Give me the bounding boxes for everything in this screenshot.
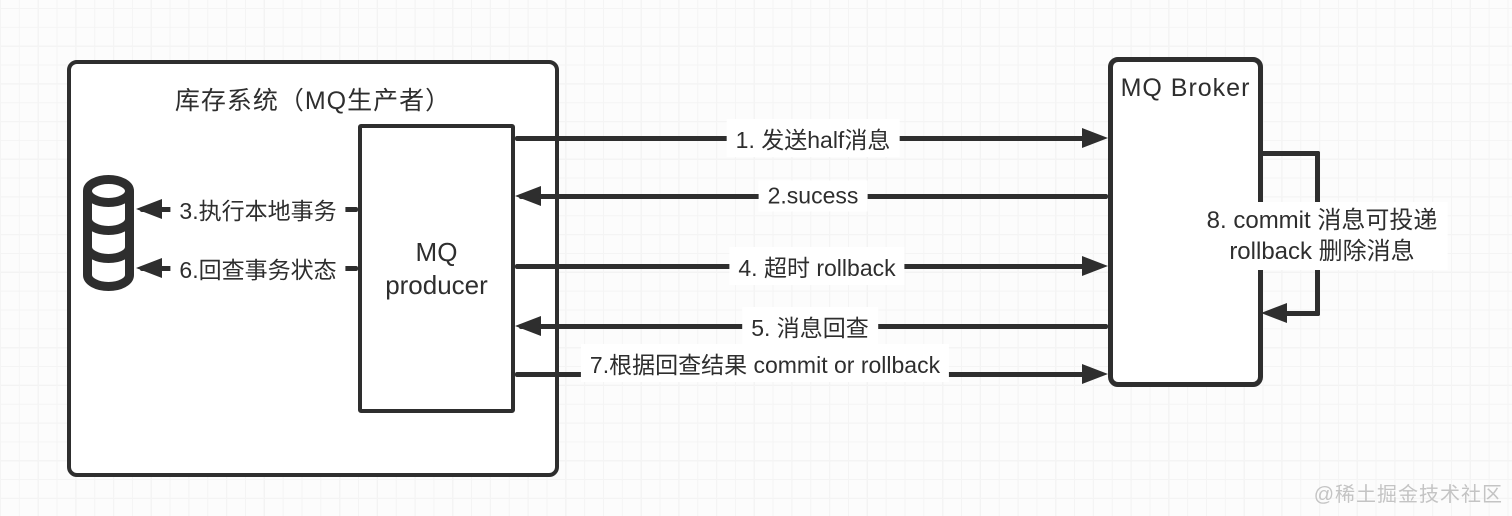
flow-f5-arrowhead-icon [515,316,541,336]
flow-f8-loop-top-line [1261,151,1320,156]
flow-f2-label: 2.sucess [758,180,868,212]
flow-f4-arrowhead-icon [1082,256,1108,276]
database-icon [83,175,134,291]
flow-f5-label: 5. 消息回查 [742,307,878,345]
watermark-text: @稀土掘金技术社区 [1313,484,1503,506]
mq-producer-label-line1: MQ [415,236,458,267]
flow-f6-arrowhead-icon [136,258,162,278]
mq-producer-label-line2: producer [385,269,488,300]
flow-f6-label: 6.回查事务状态 [170,249,346,287]
flow-f7-label: 7.根据回查结果 commit or rollback [580,344,950,382]
flow-f8-arrowhead-icon [1261,303,1287,323]
flow-f7-arrowhead-icon [1082,364,1108,384]
flow-f8-loop-bottom-line [1285,311,1320,316]
inventory-system-title: 库存系统（MQ生产者） [174,87,452,115]
flow-f3-label: 3.执行本地事务 [170,190,346,228]
flow-f8-label-line2: rollback 删除消息 [1229,238,1415,265]
flow-f1-arrowhead-icon [1082,128,1108,148]
flow-f8-label: 8. commit 消息可投递 rollback 删除消息 [1196,202,1448,270]
flow-f3-arrowhead-icon [136,199,162,219]
flow-f8-label-line1: 8. commit 消息可投递 [1206,207,1438,234]
flow-f4-label: 4. 超时 rollback [729,247,905,285]
mq-broker-title: MQ Broker [1120,74,1251,102]
flow-f1-label: 1. 发送half消息 [726,119,900,157]
mq-producer-box: MQ producer [358,124,515,413]
flow-f2-arrowhead-icon [515,186,541,206]
